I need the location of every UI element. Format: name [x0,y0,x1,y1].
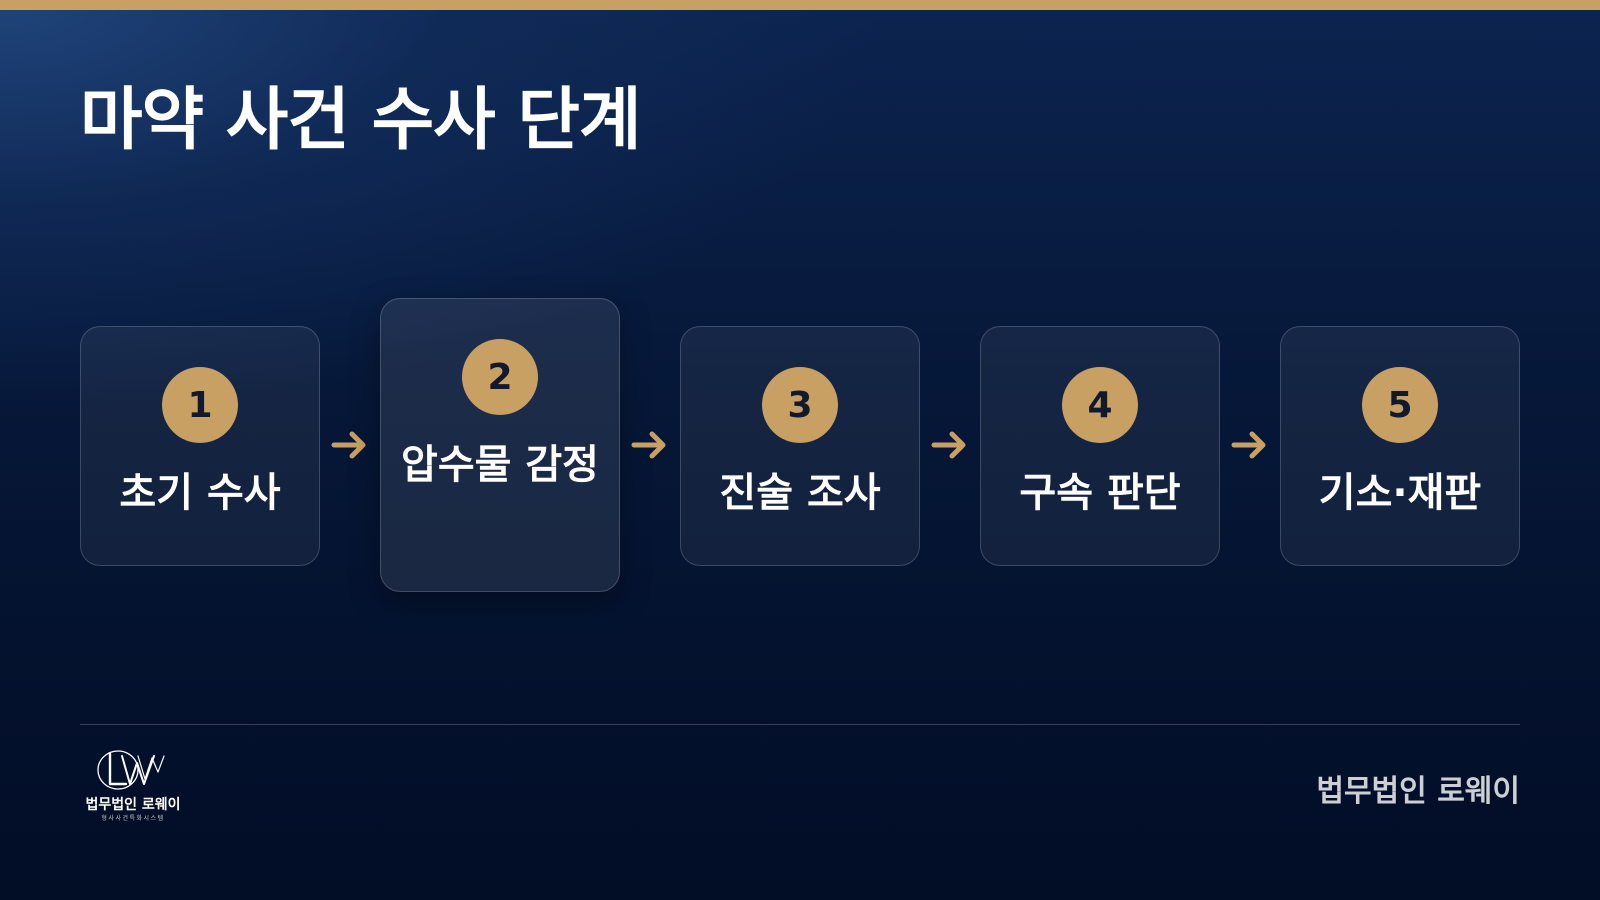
step-label: 초기 수사 [119,470,281,516]
step-number-badge: 3 [762,367,838,443]
step-card-4: 4 구속 판단 [980,326,1220,566]
step-label: 압수물 감정 [401,442,599,488]
step-card-2: 2 압수물 감정 [380,298,620,592]
arrow-right-icon [331,431,366,459]
step-number-badge: 4 [1062,367,1138,443]
slide-title: 마약 사건 수사 단계 [80,81,642,160]
logo-tagline: 형사사건특화시스템 [101,815,165,822]
step-number-badge: 2 [462,339,538,415]
step-number-badge: 5 [1362,367,1438,443]
lw-monogram-logo [97,750,165,790]
step-card-1: 1 초기 수사 [80,326,320,566]
arrow-right-icon [1231,431,1266,459]
step-number-badge: 1 [162,367,238,443]
step-label: 기소·재판 [1318,470,1482,516]
arrow-right-icon [631,431,666,459]
process-steps: 1 초기 수사 2 압수물 감정 3 진술 조사 4 구속 판단 5 기소·재판 [80,298,1520,592]
logo-firm-name: 법무법인 로웨이 [85,797,181,813]
step-label: 구속 판단 [1019,470,1181,516]
step-card-5: 5 기소·재판 [1280,326,1520,566]
arrow-right-icon [931,431,966,459]
firm-logo: 법무법인 로웨이 형사사건특화시스템 [78,746,188,826]
top-accent-bar [0,0,1600,10]
footer-firm-name: 법무법인 로웨이 [1316,774,1520,809]
step-label: 진술 조사 [719,470,881,516]
footer-divider [80,724,1520,725]
step-card-3: 3 진술 조사 [680,326,920,566]
